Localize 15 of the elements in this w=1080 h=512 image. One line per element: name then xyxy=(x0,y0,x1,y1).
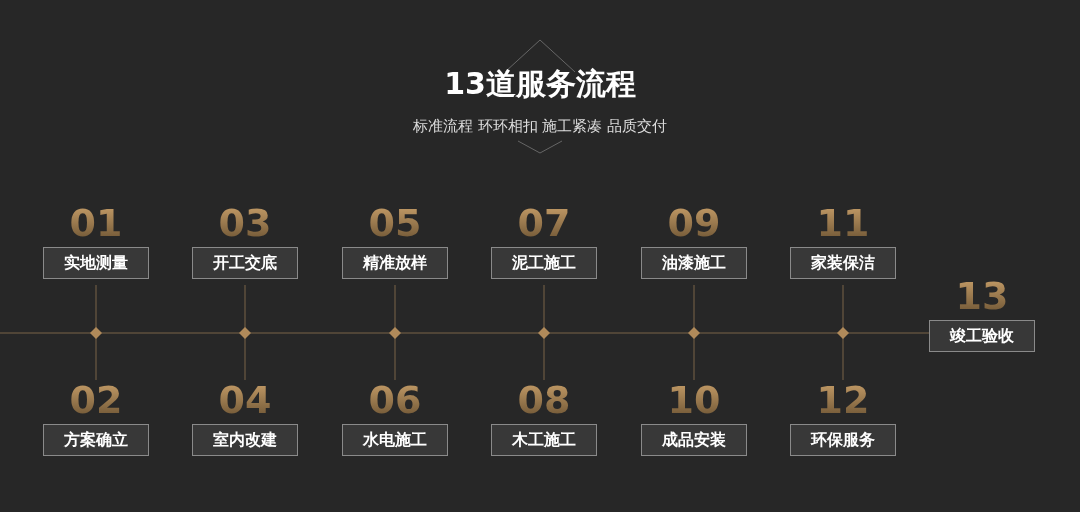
step-box: 家装保洁 xyxy=(790,247,896,279)
step-box: 木工施工 xyxy=(491,424,597,456)
step-box: 水电施工 xyxy=(342,424,448,456)
step-box: 开工交底 xyxy=(192,247,298,279)
step-box: 方案确立 xyxy=(43,424,149,456)
step-box: 实地测量 xyxy=(43,247,149,279)
step-box: 精准放样 xyxy=(342,247,448,279)
step-box: 环保服务 xyxy=(790,424,896,456)
step-box: 油漆施工 xyxy=(641,247,747,279)
step-box: 成品安装 xyxy=(641,424,747,456)
subtitle: 标准流程 环环相扣 施工紧凑 品质交付 xyxy=(411,117,669,136)
title: 13道服务流程 xyxy=(443,65,637,103)
step-box: 竣工验收 xyxy=(929,320,1035,352)
step-box: 泥工施工 xyxy=(491,247,597,279)
step-box: 室内改建 xyxy=(192,424,298,456)
